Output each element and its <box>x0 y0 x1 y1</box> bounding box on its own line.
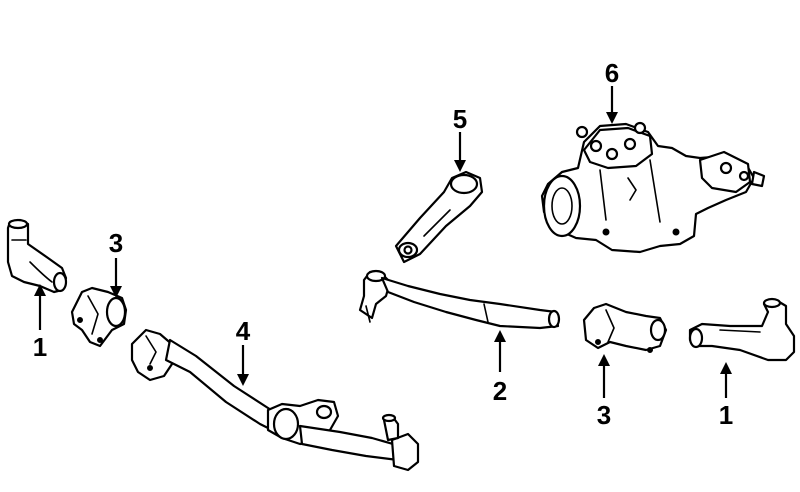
callout-label-right-end: 1 <box>719 400 733 430</box>
steering-gear <box>540 121 766 254</box>
right-tie-rod-end <box>688 297 796 362</box>
callout-label-pitman-arm: 5 <box>453 104 467 134</box>
callout-label-right-sleeve: 3 <box>597 400 611 430</box>
callout-label-left-end: 1 <box>33 332 47 362</box>
callout-label-connecting-rod: 4 <box>236 316 251 346</box>
right-adjusting-sleeve <box>582 302 668 353</box>
left-tie-rod-end <box>6 218 68 294</box>
left-adjusting-sleeve <box>70 286 128 348</box>
callout-label-steering-gear: 6 <box>605 58 619 88</box>
callout-arrows <box>34 86 732 398</box>
pitman-arm <box>394 170 484 264</box>
callout-label-tie-rod: 2 <box>493 376 507 406</box>
callout-label-left-sleeve: 3 <box>109 228 123 258</box>
tie-rod <box>358 269 561 330</box>
connecting-rod <box>130 328 420 472</box>
